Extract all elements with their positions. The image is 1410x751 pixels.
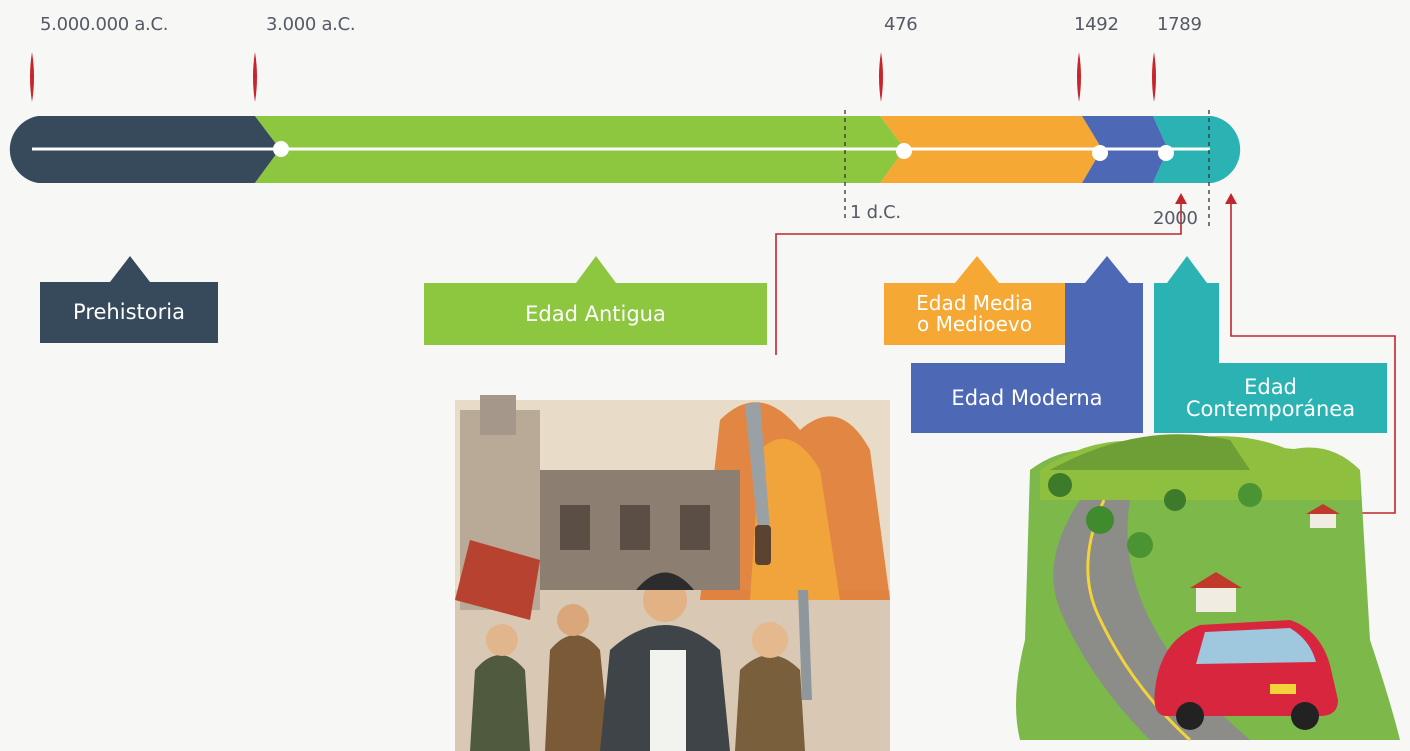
tag-edad-antigua: Edad Antigua	[424, 283, 767, 345]
date-label-1-dc: 1 d.C.	[850, 202, 901, 223]
connectors	[775, 193, 1396, 514]
bar-dot	[1092, 145, 1108, 161]
tag-edad-moderna-label: Edad Moderna	[951, 385, 1103, 410]
date-label-1492: 1492	[1074, 14, 1119, 35]
tag-prehistoria-label: Prehistoria	[73, 300, 185, 325]
red-marker	[1152, 52, 1156, 102]
tag-prehistoria: Prehistoria	[40, 282, 218, 343]
tag-edad-antigua-label: Edad Antigua	[525, 301, 666, 326]
timeline-bar	[9, 110, 1241, 228]
connector-left-arrow	[1175, 193, 1187, 204]
tag-shape-contemporanea	[1154, 256, 1387, 433]
tag-shape-moderna	[911, 256, 1143, 433]
bar-dot	[273, 141, 289, 157]
tag-edad-contemporanea-label-1: Edad	[1244, 374, 1297, 399]
tag-edad-media: Edad Media o Medioevo	[884, 283, 1065, 345]
connector-right-arrow	[1225, 193, 1237, 204]
illustration-revolution	[455, 395, 890, 751]
tag-edad-media-label-2: o Medioevo	[916, 312, 1033, 336]
red-marker	[253, 52, 257, 102]
bar-dot	[896, 143, 912, 159]
connector-right	[1230, 200, 1396, 514]
date-label-2000: 2000	[1153, 208, 1198, 229]
date-label-476: 476	[884, 14, 918, 35]
tag-edad-media-label-1: Edad Media	[916, 291, 1033, 315]
date-label-5000000-ac: 5.000.000 a.C.	[40, 14, 169, 35]
connector-left	[775, 200, 1182, 355]
date-label-1789: 1789	[1157, 14, 1202, 35]
date-markers	[30, 52, 1156, 102]
red-marker	[1077, 52, 1081, 102]
tag-edad-contemporanea: Edad Contemporánea	[1154, 363, 1387, 433]
red-marker	[879, 52, 883, 102]
tag-shape-antigua	[424, 256, 767, 345]
period-tags	[40, 256, 1387, 433]
date-label-3000-ac: 3.000 a.C.	[266, 14, 356, 35]
illustration-countryside-car	[1016, 434, 1400, 742]
tag-edad-moderna: Edad Moderna	[911, 363, 1143, 433]
tag-shape-prehistoria	[40, 256, 218, 343]
bar-dot	[1158, 145, 1174, 161]
tag-edad-contemporanea-label-2: Contemporánea	[1185, 397, 1356, 421]
tag-shape-media	[884, 256, 1065, 345]
red-marker	[30, 52, 34, 102]
